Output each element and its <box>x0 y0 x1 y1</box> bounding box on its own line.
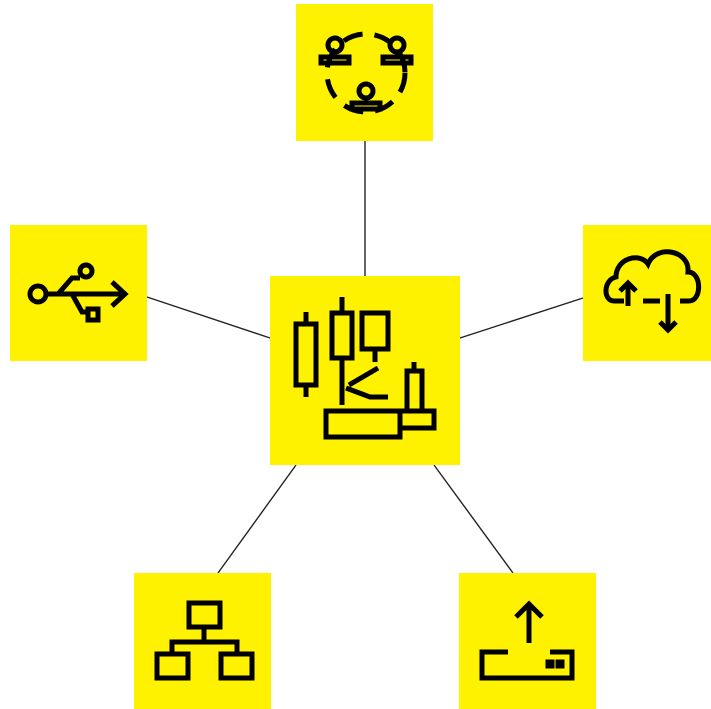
connector-network <box>217 464 297 574</box>
node-hub <box>270 276 460 465</box>
usb-icon <box>27 262 129 323</box>
node-usb <box>10 225 147 361</box>
node-cloud-sync <box>583 225 711 361</box>
user-group-icon <box>318 31 414 115</box>
connector-cloud-sync <box>459 297 584 339</box>
upload-tray-icon <box>479 600 575 681</box>
connector-usb <box>146 296 271 339</box>
node-team <box>296 4 433 141</box>
node-upload <box>459 573 596 709</box>
cloud-sync-icon <box>603 249 702 334</box>
network-hierarchy-icon <box>154 600 255 681</box>
connector-upload <box>433 464 514 574</box>
candlestick-chart-icon <box>293 297 437 440</box>
connectors <box>146 141 584 574</box>
node-network <box>134 573 271 709</box>
